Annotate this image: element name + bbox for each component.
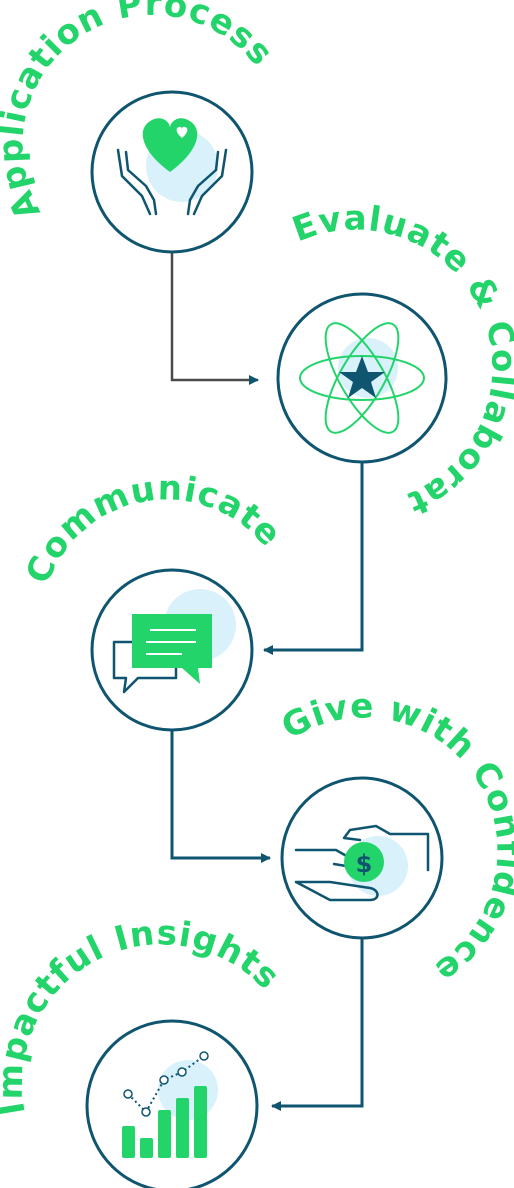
- connector-2-to-3: [263, 462, 364, 655]
- connector-1-to-2: [170, 250, 259, 385]
- step-communicate: Communicate: [18, 468, 289, 732]
- step-application-process: Application Process: [0, 0, 280, 254]
- chat-bubbles-icon: [112, 589, 236, 694]
- step-evaluate-collaborate: Evaluate & Collaborate: [0, 0, 514, 523]
- hands-dollar-coin-icon: $: [294, 824, 430, 902]
- connector-3-to-4: [170, 726, 271, 863]
- heart-in-hands-icon: [116, 118, 228, 216]
- atom-star-icon: [299, 322, 425, 434]
- connector-4-to-5: [271, 935, 364, 1111]
- step-give-with-confidence: Give with Confidence $: [275, 686, 514, 991]
- svg-text:$: $: [356, 850, 373, 878]
- bar-chart-trend-icon: [122, 1051, 218, 1158]
- step-title-evaluate-collaborate: Evaluate & Collaborate: [0, 0, 514, 523]
- step-impactful-insights: Impactful Insights: [0, 913, 287, 1188]
